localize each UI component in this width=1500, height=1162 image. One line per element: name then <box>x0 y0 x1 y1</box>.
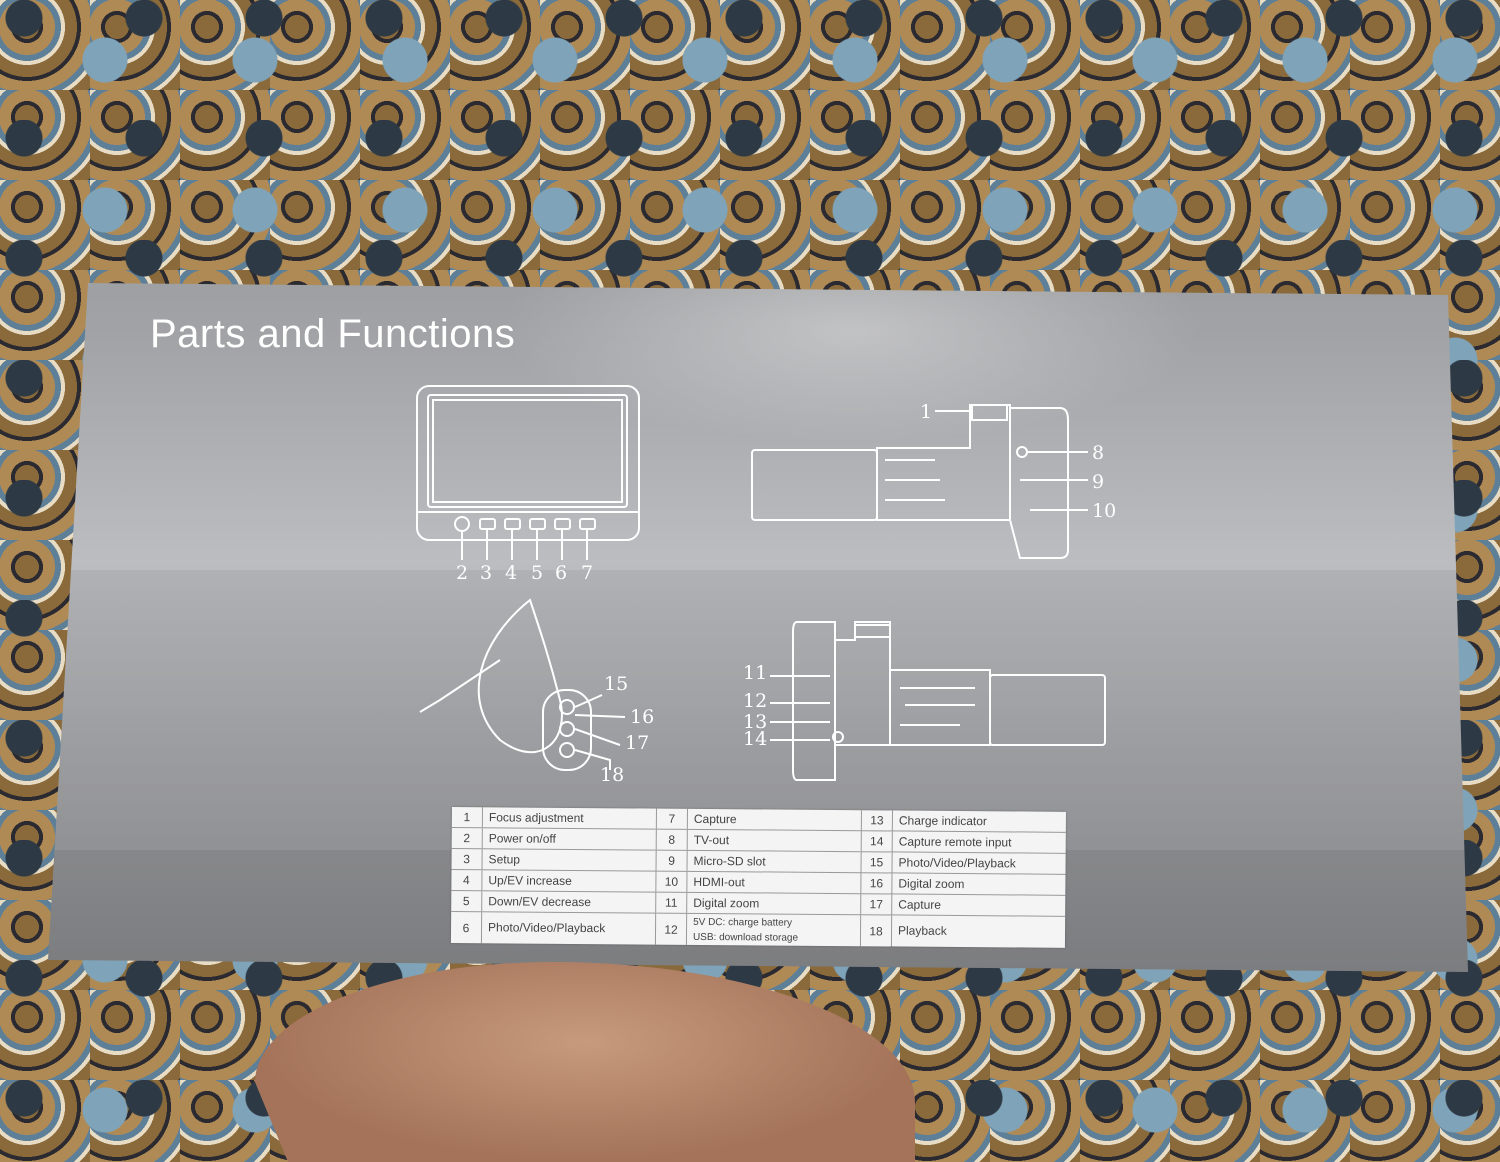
callout-4: 4 <box>505 562 518 584</box>
callout-14: 14 <box>743 728 768 750</box>
part-number: 11 <box>656 892 688 913</box>
callout-18: 18 <box>600 764 625 786</box>
monitor-diagram <box>416 385 640 560</box>
table-row: 10 HDMI-out <box>656 871 861 895</box>
table-row: 16 Digital zoom <box>861 873 1066 896</box>
table-row: 7 Capture <box>656 808 861 832</box>
table-row: 18 Playback <box>860 915 1065 948</box>
callout-16: 16 <box>630 706 655 728</box>
callout-7: 7 <box>581 562 594 584</box>
callout-2: 2 <box>456 562 469 584</box>
part-function: Micro-SD slot <box>693 853 766 868</box>
part-function-line: USB: download storage <box>692 931 799 944</box>
callout-17: 17 <box>625 732 650 754</box>
part-number: 17 <box>861 894 893 915</box>
callout-10: 10 <box>1092 500 1117 522</box>
part-number: 7 <box>656 808 688 829</box>
callout-9: 9 <box>1092 471 1105 493</box>
part-number: 9 <box>656 850 688 871</box>
table-row: 17 Capture <box>861 894 1066 917</box>
remote-diagram <box>419 598 626 771</box>
callout-11: 11 <box>743 662 768 684</box>
part-number: 12 <box>655 913 688 945</box>
part-function: Capture <box>693 811 737 826</box>
table-row: 2 Power on/off <box>451 827 656 851</box>
part-function: Photo/Video/Playback <box>898 855 1016 870</box>
part-function: Photo/Video/Playback <box>488 920 606 936</box>
scope-side-view-bottom <box>770 621 1106 781</box>
scope-side-view-top <box>751 404 1088 559</box>
part-function: Down/EV decrease <box>488 893 592 909</box>
callout-6: 6 <box>555 562 568 584</box>
part-number: 18 <box>860 915 893 947</box>
part-function: Digital zoom <box>693 895 760 910</box>
callout-15: 15 <box>604 673 629 695</box>
part-function: HDMI-out <box>693 874 745 889</box>
part-function: Setup <box>488 851 521 867</box>
callout-3: 3 <box>480 562 493 584</box>
callout-5: 5 <box>531 562 544 584</box>
table-row: 11 Digital zoom <box>656 892 861 916</box>
parts-table: 1 Focus adjustment 2 Power on/off 3 Setup 4 Up/… <box>450 807 1066 948</box>
part-number: 16 <box>861 873 893 894</box>
part-number: 10 <box>656 871 688 892</box>
part-number: 14 <box>861 831 893 852</box>
part-number: 15 <box>861 852 893 873</box>
table-column: 1 Focus adjustment 2 Power on/off 3 Setup 4 Up/… <box>450 807 657 945</box>
part-function-line: 5V DC: charge battery <box>693 916 793 929</box>
callout-12: 12 <box>743 690 768 712</box>
table-row: 1 Focus adjustment <box>451 807 656 830</box>
table-row: 9 Micro-SD slot <box>656 850 861 874</box>
part-number: 4 <box>451 869 483 891</box>
part-number: 3 <box>451 848 483 870</box>
table-row: 13 Charge indicator <box>861 810 1066 833</box>
part-number: 5 <box>451 890 483 912</box>
table-row: 4 Up/EV increase <box>451 869 656 893</box>
part-function: Playback <box>897 923 947 938</box>
part-function: Capture remote input <box>898 834 1012 849</box>
part-function: Up/EV increase <box>488 872 572 888</box>
table-column: 13 Charge indicator 14 Capture remote input… <box>860 810 1066 948</box>
callout-13: 13 <box>743 711 768 733</box>
part-number: 2 <box>451 827 483 849</box>
part-number: 8 <box>656 829 688 850</box>
part-function: Charge indicator <box>898 813 988 828</box>
table-row: 14 Capture remote input <box>861 831 1066 854</box>
part-number: 13 <box>861 810 893 831</box>
part-function: Power on/off <box>488 830 556 846</box>
table-row: 3 Setup <box>451 848 656 872</box>
part-number: 1 <box>451 807 483 828</box>
part-function: TV-out <box>693 832 730 847</box>
table-row: 8 TV-out <box>656 829 861 853</box>
diagrams <box>416 385 1106 781</box>
table-row: 6 Photo/Video/Playback <box>450 911 655 945</box>
table-row: 5 Down/EV decrease <box>451 890 656 914</box>
part-function: Focus adjustment <box>488 809 584 825</box>
part-function: Digital zoom <box>898 876 965 891</box>
table-row: 15 Photo/Video/Playback <box>861 852 1066 875</box>
callout-1: 1 <box>920 401 933 423</box>
part-function: Capture <box>898 897 942 912</box>
callout-8: 8 <box>1092 442 1105 464</box>
part-number: 6 <box>450 911 483 944</box>
page-title: Parts and Functions <box>150 312 516 356</box>
